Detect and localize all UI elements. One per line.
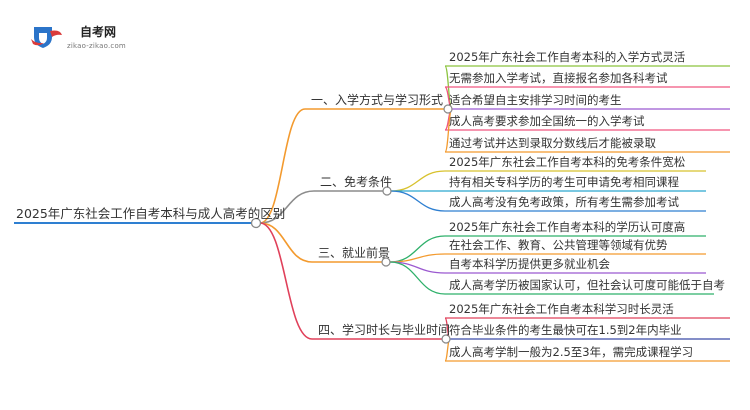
leaf-label-2-3: 成人高考没有免考政策，所有考生需参加考试 [449,195,679,209]
branch-label-4: 四、学习时长与毕业时间 [318,323,451,337]
root-node-label: 2025年广东社会工作自考本科与成人高考的区别 [16,206,286,221]
leaf-label-1-2: 无需参加入学考试，直接报名参加各科考试 [449,71,668,85]
connector-leaf-2-3 [390,190,446,212]
branch-node-circle-4 [441,334,451,344]
logo-shield-icon [31,27,62,48]
leaf-label-3-2: 在社会工作、教育、公共管理等领域有优势 [449,238,668,252]
leaf-label-1-4: 成人高考要求参加全国统一的入学考试 [449,114,645,128]
root-node-circle [250,217,262,229]
connector-root-branch-3 [259,222,313,263]
leaf-label-4-2: 符合毕业条件的考生最快可在1.5到2年内毕业 [449,323,682,337]
leaf-label-4-1: 2025年广东社会工作自考本科学习时长灵活 [449,302,674,316]
logo-title: 自考网 [80,25,117,39]
leaf-label-3-3: 自考本科学历提供更多就业机会 [449,257,610,271]
branch-label-3: 三、就业前景 [318,246,391,260]
leaf-label-3-4: 成人高考学历被国家认可，但社会认可度可能低于自考 [449,278,725,292]
leaf-label-2-2: 持有相关专科学历的考生可申请免考相同课程 [449,175,679,189]
connector-root-branch-1 [259,108,306,224]
leaf-label-2-1: 2025年广东社会工作自考本科的免考条件宽松 [449,155,686,169]
leaf-label-1-3: 适合希望自主安排学习时间的考生 [449,93,622,107]
leaf-label-4-3: 成人高考学制一般为2.5至3年，需完成课程学习 [449,345,694,359]
logo-url: zikao-zikao.com [67,42,126,50]
connector-leaf-2-1 [390,170,446,192]
connector-root-branch-2 [259,190,315,224]
leaf-label-1-5: 通过考试并达到录取分数线后才能被录取 [449,136,656,150]
branch-node-circle-2 [382,186,392,196]
leaf-label-1-1: 2025年广东社会工作自考本科的入学方式灵活 [449,50,686,64]
connector-leaf-3-4 [389,261,446,295]
branch-node-circle-1 [443,104,453,114]
branch-label-1: 一、入学方式与学习形式 [311,93,444,107]
branch-label-2: 二、免考条件 [320,175,393,189]
connector-root-branch-4 [259,222,313,340]
leaf-label-3-1: 2025年广东社会工作自考本科的学历认可度高 [449,220,686,234]
branch-node-circle-3 [381,257,391,267]
